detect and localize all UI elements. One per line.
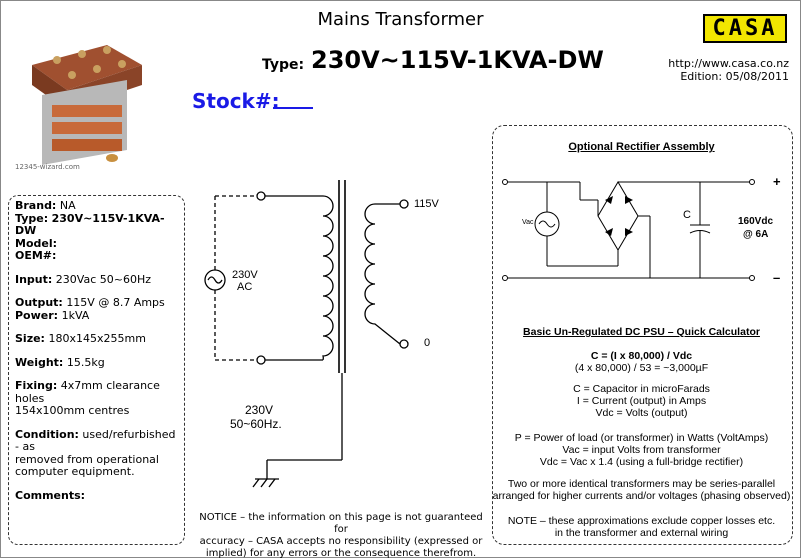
notice-line-1: NOTICE – the information on this page is…	[199, 512, 483, 535]
approximation-note-2: in the transformer and external wiring	[554, 527, 729, 539]
type-row: Type: 230V~115V-1KVA-DW	[15, 211, 165, 237]
rectifier-title: Optional Rectifier Assembly	[568, 141, 715, 153]
transformer-photo	[32, 45, 142, 165]
definition-vac: Vac = input Volts from transformer	[562, 444, 721, 456]
rectifier-schematic	[502, 179, 755, 281]
secondary-zero-label: 0	[424, 337, 431, 349]
definition-p: P = Power of load (or transformer) in Wa…	[514, 432, 769, 444]
photo-watermark: 12345-wizard.com	[15, 163, 80, 171]
primary-rating-label: 230V	[245, 403, 274, 417]
oem-row: OEM#:	[15, 249, 57, 262]
comments-row: Comments:	[15, 488, 86, 502]
disclaimer-notice: NOTICE – the information on this page is…	[196, 512, 486, 560]
stock-label: Stock#:	[192, 89, 280, 113]
dc-minus-terminal: –	[773, 270, 781, 285]
power-row: Power: 1kVA	[15, 308, 90, 322]
fixing-row-2: 154x100mm centres	[15, 404, 130, 417]
edition-date: Edition: 05/08/2011	[680, 70, 789, 83]
model-row: Model:	[15, 236, 58, 250]
dc-output-voltage: 160Vdc	[738, 216, 774, 227]
capacitor-label: C	[683, 209, 691, 221]
condition-row-3: computer equipment.	[15, 465, 135, 478]
definition-vdc-bridge: Vdc = Vac x 1.4 (using a full-bridge rec…	[539, 456, 744, 468]
website-link[interactable]: http://www.casa.co.nz	[668, 57, 789, 70]
type-label: Type:	[262, 57, 305, 73]
definition-c: C = Capacitor in microFarads	[573, 383, 710, 395]
condition-row-2: removed from operational	[15, 452, 159, 466]
definition-i: I = Current (output) in Amps	[576, 395, 707, 407]
source-voltage-label: 230V	[232, 269, 258, 281]
notice-line-3: implied) for any errors or the consequen…	[205, 548, 477, 559]
page-title: Mains Transformer	[317, 9, 484, 30]
output-row: Output: 115V @ 8.7 Amps	[15, 296, 165, 309]
notice-line-2: accuracy – CASA accepts no responsibilit…	[199, 536, 483, 547]
calculator-formula: C = (I x 80,000) / Vdc	[590, 350, 693, 362]
size-row: Size: 180x145x255mm	[15, 332, 146, 345]
parallel-note-1: Two or more identical transformers may b…	[507, 478, 776, 490]
dc-plus-terminal: +	[773, 174, 781, 189]
condition-row: Condition: used/refurbished - as	[15, 427, 176, 453]
transformer-schematic	[204, 180, 409, 488]
calculator-title: Basic Un-Regulated DC PSU – Quick Calcul…	[523, 326, 760, 338]
stock-blank	[273, 107, 313, 109]
dc-output-current: @ 6A	[743, 229, 769, 240]
calculator-example: (4 x 80,000) / 53 = ~3,000µF	[574, 362, 709, 374]
casa-logo: CASA	[703, 14, 787, 43]
rectifier-vac-label: Vac	[522, 219, 534, 226]
brand-row: Brand: NA	[15, 199, 76, 212]
rectifier-panel	[492, 125, 793, 545]
definition-vdc: Vdc = Volts (output)	[595, 407, 688, 419]
weight-row: Weight: 15.5kg	[15, 355, 105, 369]
primary-frequency-label: 50~60Hz.	[230, 417, 282, 431]
approximation-note-1: NOTE – these approximations exclude copp…	[507, 515, 776, 527]
type-value: 230V~115V-1KVA-DW	[311, 46, 604, 74]
secondary-115v-label: 115V	[414, 198, 439, 210]
source-ac-label: AC	[237, 281, 253, 293]
parallel-note-2: arranged for higher currents and/or volt…	[492, 490, 791, 502]
spec-panel: Brand: NA Type: 230V~115V-1KVA-DW Model:…	[8, 195, 185, 545]
input-row: Input: 230Vac 50~60Hz	[15, 272, 152, 286]
fixing-row: Fixing: 4x7mm clearance holes	[15, 379, 160, 405]
